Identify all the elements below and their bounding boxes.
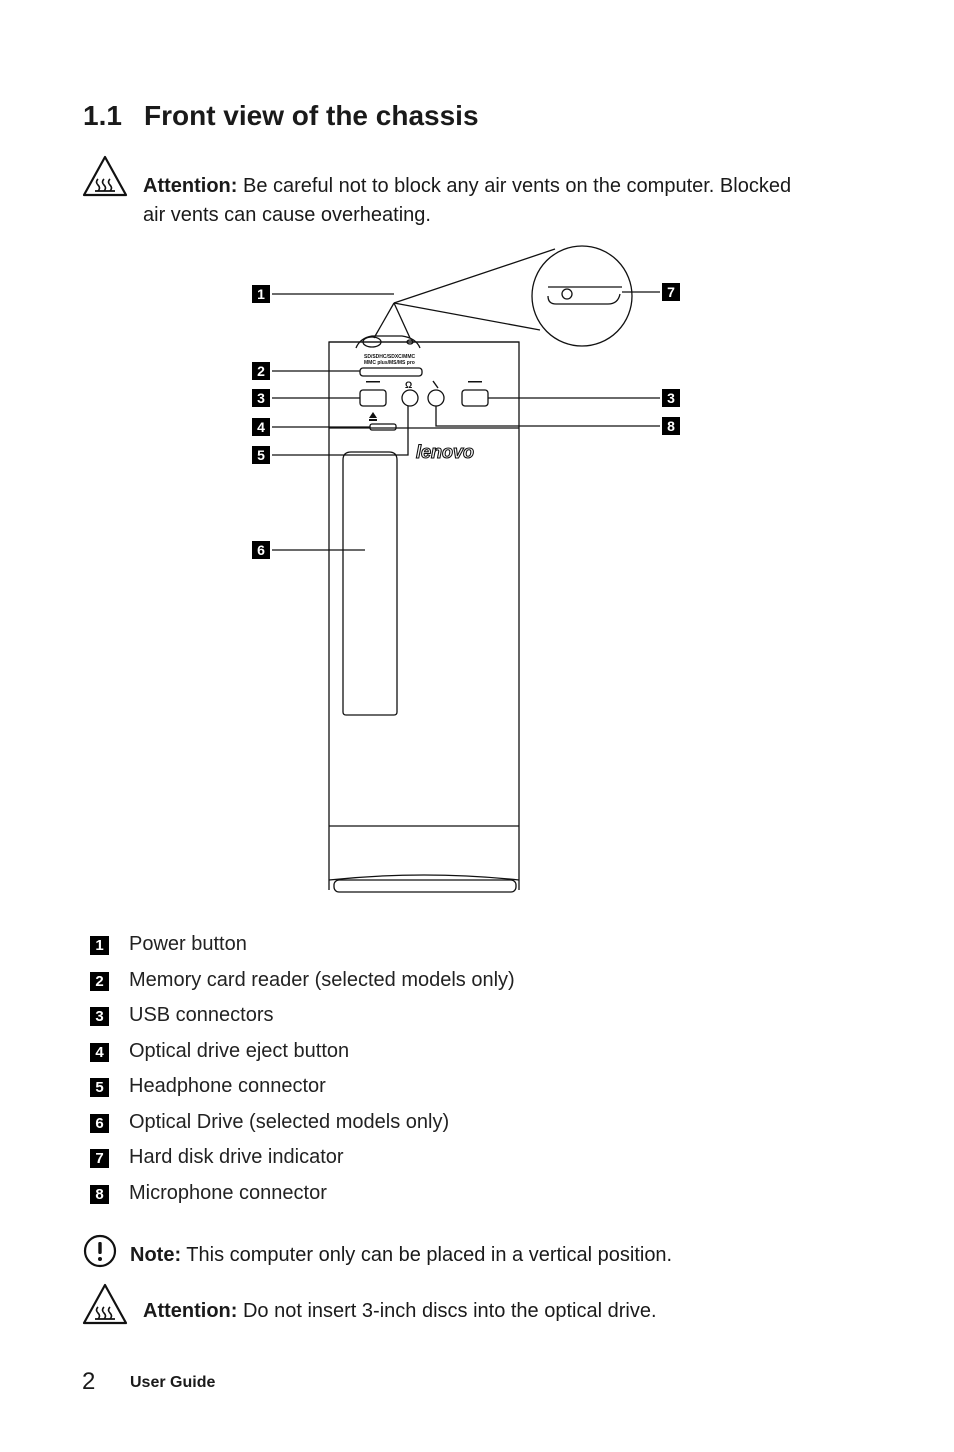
legend-label: Optical Drive (selected models only) (129, 1110, 450, 1133)
svg-text:8: 8 (667, 418, 675, 434)
section-number: 1.1 (83, 100, 122, 131)
optical-drive-bay (342, 451, 398, 716)
svg-text:7: 7 (667, 284, 675, 300)
callout-8: 8 (662, 417, 680, 435)
legend-label: Headphone connector (129, 1075, 326, 1097)
svg-text:3: 3 (257, 390, 265, 406)
hot-surface-warning-icon (82, 155, 128, 197)
note: Note: This computer only can be placed i… (130, 1241, 672, 1270)
hot-surface-warning-icon (82, 1283, 128, 1325)
legend-badge: 4 (90, 1042, 109, 1062)
card-slot-text-2: MMC plus/MS/MS pro (364, 360, 415, 366)
note-text: This computer only can be placed in a ve… (181, 1244, 673, 1266)
attention-bottom-label: Attention: (143, 1300, 238, 1322)
card-reader-slot (359, 367, 423, 377)
callout-1: 1 (252, 285, 270, 303)
usb-port-right (461, 389, 489, 407)
note-label: Note: (130, 1244, 182, 1266)
attention-label: Attention: (143, 175, 238, 197)
zoom-circle (531, 245, 633, 347)
note-exclamation-icon (83, 1234, 117, 1268)
headphone-jack (401, 389, 419, 407)
svg-text:1: 1 (257, 286, 265, 302)
svg-text:5: 5 (257, 447, 265, 463)
legend-label: Microphone connector (129, 1181, 327, 1204)
callout-4: 4 (252, 418, 270, 436)
legend-label: Power button (129, 933, 247, 955)
attention-bottom: Attention: Do not insert 3-inch discs in… (143, 1297, 657, 1326)
brand-logo: lenovo (416, 442, 474, 462)
legend-badge: 2 (90, 971, 109, 991)
legend-label: Optical drive eject button (129, 1039, 350, 1062)
svg-text:4: 4 (257, 419, 265, 435)
callout-5: 5 (252, 446, 270, 464)
attention-bottom-text: Do not insert 3-inch discs into the opti… (237, 1300, 657, 1322)
svg-text:6: 6 (257, 542, 265, 558)
page-number: 2 (82, 1368, 96, 1395)
svg-text:2: 2 (257, 363, 265, 379)
attention-text: Be careful not to block any air vents on… (237, 175, 792, 197)
footer-title: User Guide (130, 1374, 216, 1391)
svg-text:Ω: Ω (405, 380, 412, 390)
usb-port-left (359, 389, 387, 407)
legend-badge: 5 (90, 1078, 109, 1097)
section-title: Front view of the chassis (144, 100, 479, 131)
attention-text-line2: air vents can cause overheating. (143, 204, 431, 226)
attention-top: Attention: Be careful not to block any a… (143, 172, 791, 230)
legend-badge: 3 (90, 1007, 109, 1026)
legend-badge: 7 (90, 1149, 109, 1168)
callout-6: 6 (252, 541, 270, 559)
callout-2: 2 (252, 362, 270, 380)
card-slot-text-1: SD/SDHC/SDXC/MMC (364, 354, 416, 360)
chassis-front-diagram: Ω SD/SDHC/SDXC/MMC MMC plus/MS/MS pro le… (252, 245, 680, 893)
legend-badge: 1 (90, 936, 109, 955)
callout-3-right: 3 (662, 389, 680, 407)
legend-label: Memory card reader (selected models only… (129, 968, 515, 991)
legend-badge: 8 (90, 1184, 109, 1204)
section-heading: 1.1 Front view of the chassis (83, 100, 479, 132)
callout-3-left: 3 (252, 389, 270, 407)
legend-label: Hard disk drive indicator (129, 1146, 344, 1168)
mic-jack (427, 389, 445, 407)
legend-label: USB connectors (129, 1004, 274, 1026)
callout-7: 7 (662, 283, 680, 301)
legend-badge: 6 (90, 1113, 109, 1133)
svg-text:3: 3 (667, 390, 675, 406)
eject-button (369, 423, 397, 431)
